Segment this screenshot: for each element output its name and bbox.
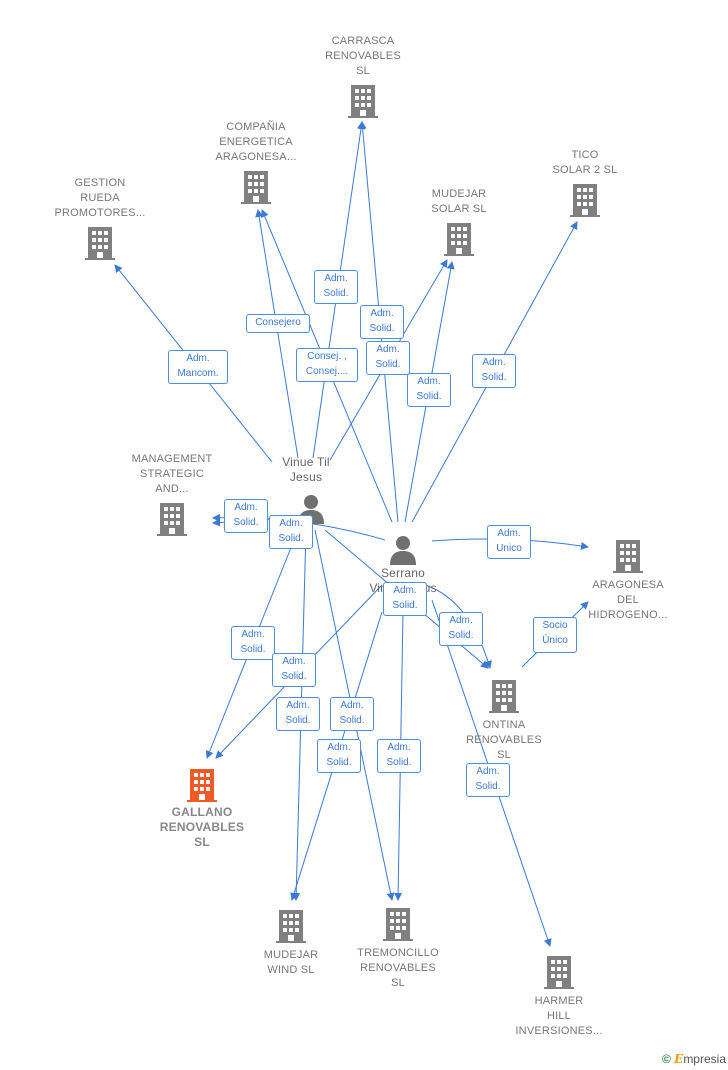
edge-label[interactable]: Consej. , Consej.... [296,348,358,382]
node-label: MUDEJAR WIND SL [263,949,319,976]
building-icon [85,227,115,260]
edge-label[interactable]: Consejero [246,314,310,333]
node-harmer[interactable]: HARMER HILL INVERSIONES... [508,954,610,1039]
edge-label[interactable]: Adm. Solid. [407,373,451,407]
edge-label[interactable]: Adm. Solid. [231,626,275,660]
node-label: MANAGEMENT STRATEGIC AND... [131,453,213,495]
node-mudejar-solar[interactable]: MUDEJAR SOLAR SL [414,187,504,257]
edge-label[interactable]: Adm. Solid. [314,270,358,304]
edge-label[interactable]: Adm. Solid. [366,341,410,375]
node-tico[interactable]: TICO SOLAR 2 SL [540,148,630,218]
node-tremoncillo[interactable]: TREMONCILLO RENOVABLES SL [350,906,446,991]
node-label: Vinue Til Jesus [282,455,330,484]
edge-label[interactable]: Adm. Solid. [360,305,404,339]
edge-label[interactable]: Adm. Mancom. [168,350,228,384]
node-label: TREMONCILLO RENOVABLES SL [357,947,439,989]
node-carrasca[interactable]: CARRASCA RENOVABLES SL [318,34,408,119]
edge-label[interactable]: Adm. Solid. [224,499,268,533]
empresia-logo: © Empresia [662,1052,726,1066]
node-mudejar-wind[interactable]: MUDEJAR WIND SL [248,908,334,978]
building-icon [157,503,187,536]
node-label: COMPAÑIA ENERGETICA ARAGONESA... [215,121,297,163]
node-label: TICO SOLAR 2 SL [552,149,618,176]
node-management[interactable]: MANAGEMENT STRATEGIC AND... [120,452,224,537]
brand-name: mpresia [683,1052,726,1066]
copyright-icon: © [661,1052,671,1066]
node-label: ARAGONESA DEL HIDROGENO... [588,579,668,621]
building-icon [613,540,643,573]
node-aragonesa[interactable]: ARAGONESA DEL HIDROGENO... [580,538,676,623]
node-gestion[interactable]: GESTION RUEDA PROMOTORES... [50,176,150,261]
edge-label[interactable]: Adm. Solid. [269,515,313,549]
edge-label[interactable]: Adm. Solid. [272,653,316,687]
edge-label[interactable]: Adm. Solid. [377,739,421,773]
building-icon [544,956,574,989]
building-icon [276,910,306,943]
node-compania[interactable]: COMPAÑIA ENERGETICA ARAGONESA... [206,120,306,205]
building-icon [570,184,600,217]
building-icon [383,908,413,941]
node-label: GALLANO RENOVABLES SL [159,805,245,849]
brand-initial: E [674,1052,684,1066]
building-icon [187,769,217,802]
node-label: HARMER HILL INVERSIONES... [515,995,603,1037]
edge-label[interactable]: Adm. Solid. [466,763,510,797]
building-icon [348,85,378,118]
edge-label[interactable]: Adm. Solid. [330,697,374,731]
node-gallano[interactable]: GALLANO RENOVABLES SL [152,767,252,850]
edge-label[interactable]: Adm. Solid. [276,697,320,731]
node-label: CARRASCA RENOVABLES SL [325,35,401,77]
building-icon [241,171,271,204]
edge-vinue-compania [255,209,299,459]
edge-label[interactable]: Adm. Solid. [439,612,483,646]
node-label: ONTINA RENOVABLES SL [466,719,542,761]
edge-label[interactable]: Adm. Unico [487,525,531,559]
node-label: GESTION RUEDA PROMOTORES... [54,177,146,219]
edge-label[interactable]: Adm. Solid. [472,354,516,388]
person-icon [390,536,416,565]
edge-label[interactable]: Adm. Solid. [317,739,361,773]
node-ontina[interactable]: ONTINA RENOVABLES SL [458,678,550,763]
building-icon [489,680,519,713]
node-label: MUDEJAR SOLAR SL [431,188,487,215]
building-icon [444,223,474,256]
edge-label[interactable]: Adm. Solid. [383,582,427,616]
edge-label[interactable]: Socio Único [533,617,577,653]
